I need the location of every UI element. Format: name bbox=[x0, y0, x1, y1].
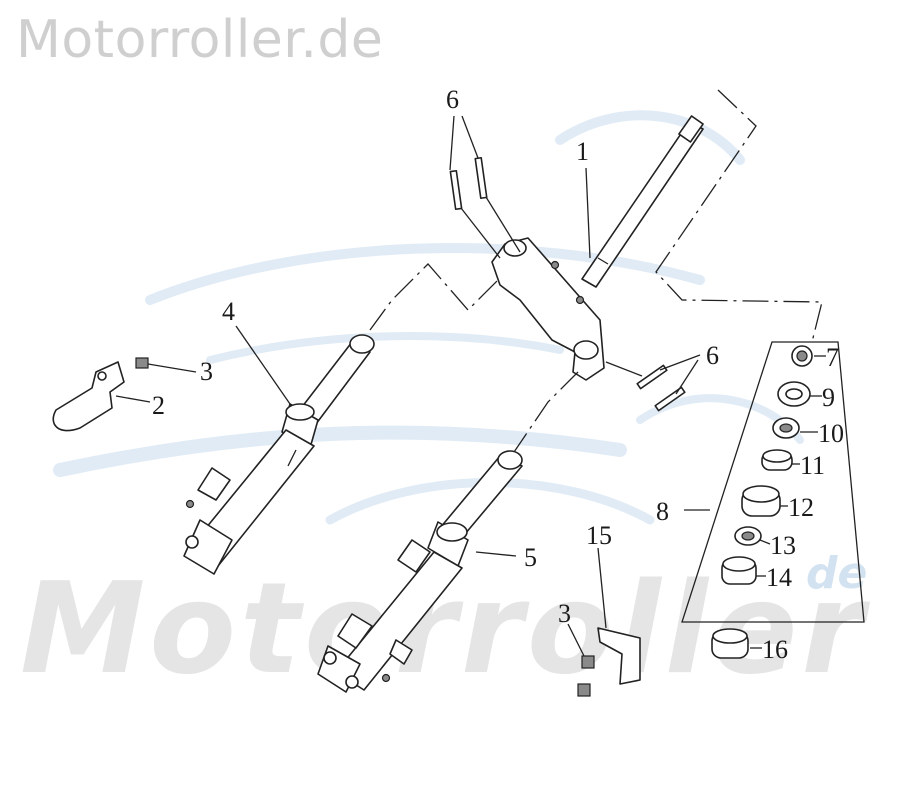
part-clamp-bolts-top bbox=[449, 156, 521, 259]
callout-12: 12 bbox=[788, 493, 814, 522]
callout-14: 14 bbox=[766, 563, 792, 592]
callout-6-right: 6 bbox=[706, 341, 719, 370]
part-lock-washer bbox=[777, 381, 811, 407]
part-screws-bottom bbox=[567, 623, 595, 697]
left-fork-centerline bbox=[369, 263, 501, 331]
part-upper-cup bbox=[741, 485, 781, 517]
callout-13: 13 bbox=[770, 531, 796, 560]
callout-9: 9 bbox=[822, 383, 835, 412]
watermark-domain-text: de bbox=[806, 548, 867, 599]
part-screw-left bbox=[135, 357, 197, 373]
callout-3-left: 3 bbox=[200, 357, 213, 386]
callout-8: 8 bbox=[656, 497, 669, 526]
callout-leader-lines bbox=[235, 115, 826, 649]
part-bracket bbox=[597, 547, 641, 685]
watermark-swoosh-graphic bbox=[53, 110, 804, 525]
part-triple-clamp bbox=[491, 237, 605, 381]
part-seal-ring bbox=[711, 628, 749, 659]
part-hose-clip bbox=[52, 361, 151, 432]
callout-5: 5 bbox=[524, 543, 537, 572]
callout-3-bottom: 3 bbox=[558, 599, 571, 628]
part-left-fork-leg bbox=[183, 334, 375, 575]
callout-4: 4 bbox=[222, 297, 235, 326]
bearing-set-frame bbox=[681, 341, 865, 623]
stem-centerline bbox=[655, 89, 823, 343]
callout-11: 11 bbox=[800, 451, 825, 480]
callout-7: 7 bbox=[826, 343, 839, 372]
site-title: Motorroller.de bbox=[16, 10, 384, 70]
callout-1: 1 bbox=[576, 137, 589, 166]
callout-15: 15 bbox=[586, 521, 612, 550]
callout-labels: 1 2 3 3 4 5 6 6 7 8 9 10 11 12 13 14 15 … bbox=[152, 85, 844, 664]
part-right-fork-leg bbox=[317, 450, 523, 693]
part-upper-race bbox=[761, 449, 793, 471]
part-stem-nut bbox=[791, 345, 813, 367]
part-lower-race bbox=[721, 556, 757, 585]
right-fork-centerline bbox=[511, 371, 579, 456]
part-ball-bearing bbox=[734, 526, 762, 546]
callout-2: 2 bbox=[152, 391, 165, 420]
callout-10: 10 bbox=[818, 419, 844, 448]
part-steering-stem bbox=[581, 115, 704, 288]
part-top-cone bbox=[772, 417, 800, 439]
callout-6-top: 6 bbox=[446, 85, 459, 114]
callout-16: 16 bbox=[762, 635, 788, 664]
